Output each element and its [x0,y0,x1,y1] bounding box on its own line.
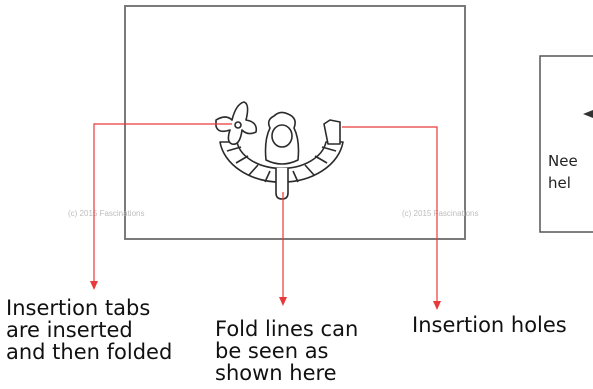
callout-line: Insertion tabs [6,297,172,319]
arrowhead-insertion-holes [433,301,441,310]
callout-line: and then folded [6,341,172,363]
callout-line: be seen as [215,340,358,362]
arrowhead-insertion-tabs [90,281,98,290]
arrowhead-fold-lines [279,297,287,306]
side-panel-text: Nee hel [548,150,578,194]
callout-line: shown here [215,362,358,384]
side-panel [540,56,593,232]
callout-line: are inserted [6,319,172,341]
callout-fold-lines: Fold lines can be seen as shown here [215,318,358,384]
side-panel-line-2: hel [548,172,578,194]
side-panel-line-1: Nee [548,150,578,172]
watermark-left: (c) 2015 Fascinations [68,209,144,218]
callout-insertion-tabs: Insertion tabs are inserted and then fol… [6,297,172,363]
cropped-heading-fragment [548,0,593,4]
watermark-right: (c) 2015 Fascinations [402,209,478,218]
callout-line: Insertion holes [412,314,567,336]
callout-line: Fold lines can [215,318,358,340]
callout-insertion-holes: Insertion holes [412,314,567,336]
